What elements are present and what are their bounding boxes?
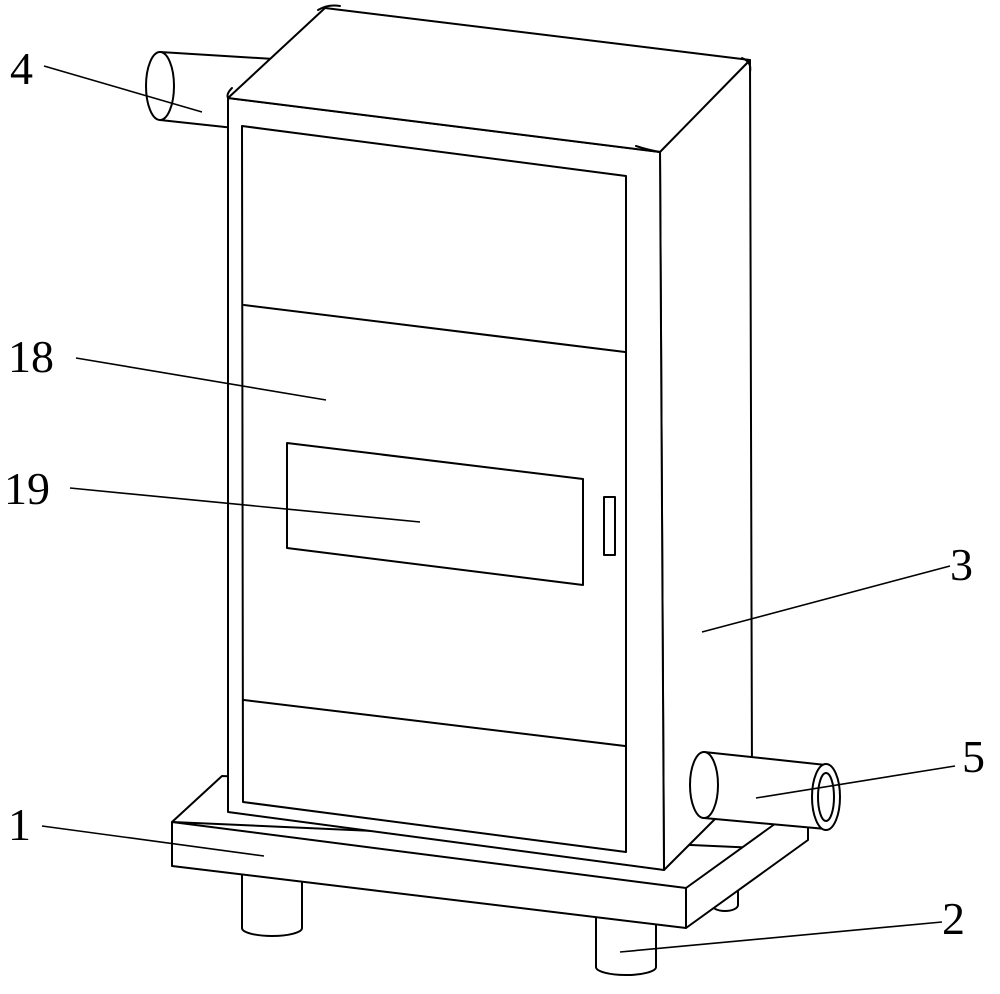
leader-2 bbox=[619, 921, 943, 953]
leader-19 bbox=[69, 487, 421, 523]
leader-3 bbox=[701, 565, 951, 633]
leader-4 bbox=[43, 65, 203, 113]
label-4: 4 bbox=[10, 43, 33, 94]
foot-front-left bbox=[241, 867, 303, 937]
label-2: 2 bbox=[942, 893, 965, 944]
door-handle bbox=[603, 496, 616, 556]
label-5: 5 bbox=[962, 731, 985, 782]
leader-5 bbox=[755, 765, 956, 799]
leader-18 bbox=[75, 357, 327, 401]
label-18: 18 bbox=[8, 331, 54, 382]
pipe-outlet bbox=[689, 751, 841, 831]
label-1: 1 bbox=[8, 799, 31, 850]
label-3: 3 bbox=[950, 539, 973, 590]
cabinet-body bbox=[226, 4, 753, 871]
window bbox=[286, 442, 584, 586]
label-19: 19 bbox=[4, 463, 50, 514]
leader-1 bbox=[41, 825, 265, 857]
door-panel bbox=[241, 125, 627, 853]
